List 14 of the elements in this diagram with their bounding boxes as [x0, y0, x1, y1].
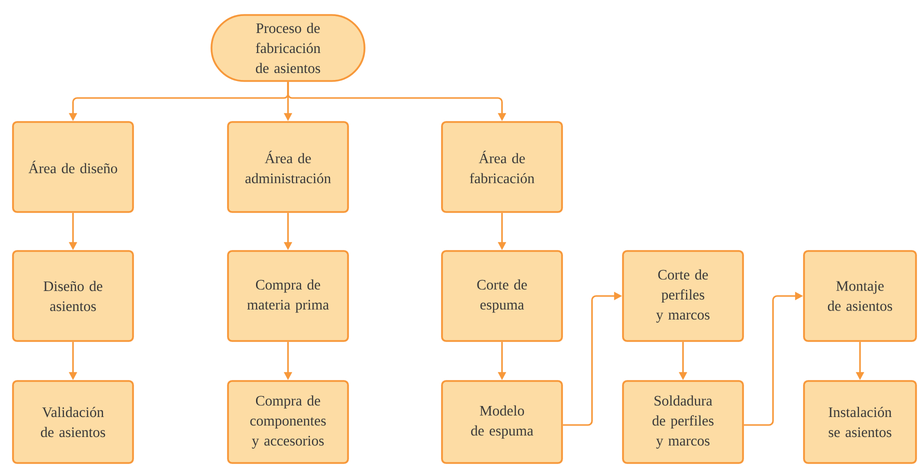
process-box: Soldadura de perfiles y marcos	[622, 380, 744, 464]
terminal-box: Proceso de fabricación de asientos	[210, 14, 366, 82]
process-box: Área de fabricación	[441, 121, 563, 213]
process-box: Compra de materia prima	[227, 250, 349, 342]
process-box: Área de diseño	[12, 121, 134, 213]
process-box: Montaje de asientos	[803, 250, 917, 342]
process-box: Compra de componentes y accesorios	[227, 380, 349, 464]
process-box: Validación de asientos	[12, 380, 134, 464]
process-box: Diseño de asientos	[12, 250, 134, 342]
process-box: Corte de espuma	[441, 250, 563, 342]
process-box: Corte de perfiles y marcos	[622, 250, 744, 342]
process-box: Instalación se asientos	[803, 380, 917, 464]
process-box: Área de administración	[227, 121, 349, 213]
process-box: Modelo de espuma	[441, 380, 563, 464]
